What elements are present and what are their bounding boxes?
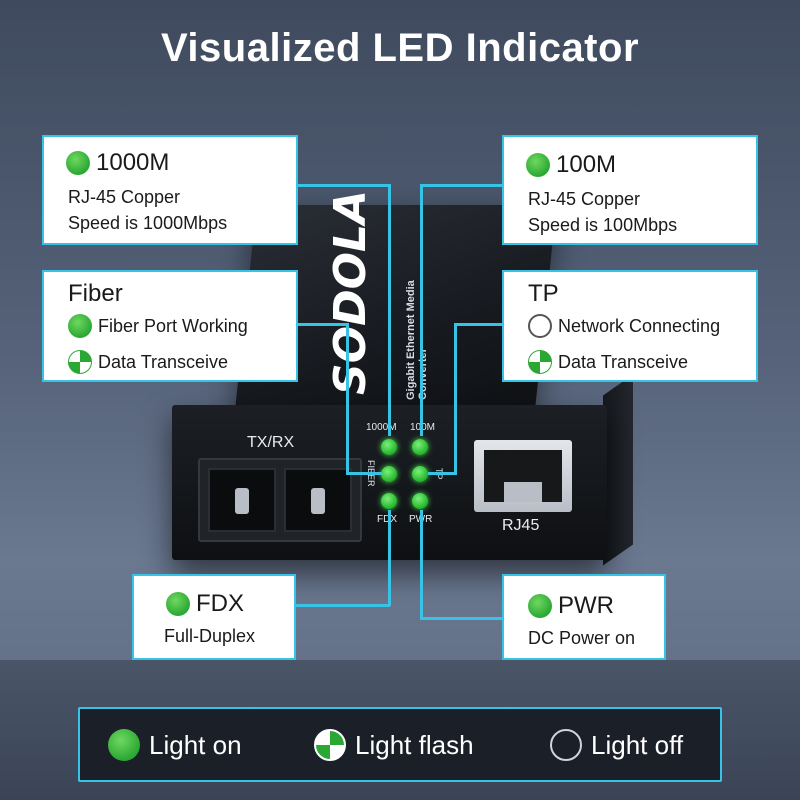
callout-pwr-header: PWR — [528, 592, 614, 620]
device-side-panel — [603, 374, 633, 566]
callout-100m-line2: Speed is 100Mbps — [528, 215, 678, 235]
callout-1000m-header: 1000M — [66, 149, 169, 177]
legend-item-light-off: Light off — [550, 729, 683, 761]
callout-fdx: FDX Full-Duplex — [132, 574, 296, 660]
light-on-icon — [108, 729, 140, 761]
callout-fiber-item-text: Fiber Port Working — [98, 315, 248, 336]
connector-100m-h — [420, 184, 504, 187]
sc-ferrule-tx — [235, 488, 249, 514]
light-off-icon — [550, 729, 582, 761]
callout-1000m-line1: RJ-45 Copper — [68, 187, 181, 207]
sc-ferrule-rx — [311, 488, 325, 514]
light-off-icon — [528, 314, 552, 338]
callout-100m: 100M RJ-45 Copper Speed is 100Mbps — [502, 135, 758, 245]
light-on-icon — [526, 153, 550, 177]
callout-tp-heading: TP — [528, 280, 559, 307]
legend-item-light-flash: Light flash — [314, 729, 474, 761]
callout-fdx-text: Full-Duplex — [164, 626, 256, 646]
light-flash-icon — [314, 729, 346, 761]
callout-100m-heading: 100M — [556, 151, 617, 178]
callout-100m-line1: RJ-45 Copper — [528, 189, 641, 209]
connector-1000m-h — [296, 184, 390, 187]
light-on-icon — [66, 151, 90, 175]
rj45-port — [474, 440, 572, 512]
callout-1000m: 1000M RJ-45 Copper Speed is 1000Mbps — [42, 135, 298, 245]
led-label-fdx: FDX — [377, 514, 397, 525]
rj45-clip — [504, 482, 542, 502]
callout-pwr-text: DC Power on — [528, 628, 636, 648]
light-flash-icon — [528, 350, 552, 374]
connector-pwr-h — [420, 617, 504, 620]
callout-tp-item: Data Transceive — [528, 350, 688, 374]
light-flash-icon — [68, 350, 92, 374]
led-fdx — [381, 493, 397, 509]
led-fiber — [381, 466, 397, 482]
connector-fdx-v — [388, 510, 391, 606]
light-on-icon — [166, 592, 190, 616]
legend-label: Light flash — [355, 729, 474, 760]
callout-pwr-heading: PWR — [558, 592, 614, 619]
led-label-1000m: 1000M — [366, 422, 397, 433]
led-100m — [412, 439, 428, 455]
led-1000m — [381, 439, 397, 455]
callout-pwr: PWR DC Power on — [502, 574, 666, 660]
legend: Light on Light flash Light off — [78, 707, 722, 782]
connector-tp-v — [454, 323, 457, 475]
legend-label: Light off — [591, 729, 684, 760]
led-tp — [412, 466, 428, 482]
callout-fdx-header: FDX — [166, 590, 244, 618]
connector-tp-h — [455, 323, 505, 326]
callout-1000m-heading: 1000M — [96, 149, 170, 176]
callout-1000m-line2: Speed is 1000Mbps — [68, 213, 228, 233]
txrx-label: TX/RX — [247, 434, 295, 451]
callout-fiber-item: Data Transceive — [68, 350, 228, 374]
legend-item-light-on: Light on — [108, 729, 242, 761]
connector-1000m-v — [388, 184, 391, 436]
legend-label: Light on — [149, 729, 242, 760]
callout-fiber: Fiber Fiber Port Working Data Transceive — [42, 270, 298, 382]
page-title: Visualized LED Indicator — [160, 26, 640, 70]
sc-fiber-port — [198, 458, 362, 542]
callout-fiber-heading: Fiber — [68, 280, 123, 307]
callout-100m-header: 100M — [526, 151, 616, 179]
callout-fdx-heading: FDX — [196, 590, 244, 617]
connector-fiber-v — [346, 323, 349, 473]
brand-logo: SODOLA — [325, 189, 376, 395]
device-subtitle: Gigabit Ethernet Media Converter — [405, 280, 429, 400]
connector-tp-h2 — [428, 472, 456, 475]
connector-fdx-h — [294, 604, 390, 607]
light-on-icon — [68, 314, 92, 338]
callout-tp-item-text: Data Transceive — [558, 351, 689, 372]
callout-fiber-item: Fiber Port Working — [68, 314, 248, 338]
connector-pwr-v — [420, 510, 423, 619]
led-pwr — [412, 493, 428, 509]
rj45-label: RJ45 — [502, 517, 540, 534]
connector-fiber-h — [296, 323, 348, 326]
callout-tp-item-text: Network Connecting — [558, 315, 721, 336]
light-on-icon — [528, 594, 552, 618]
callout-fiber-item-text: Data Transceive — [98, 351, 229, 372]
connector-fiber-h2 — [346, 472, 382, 475]
sc-slot-tx — [208, 468, 276, 532]
callout-tp: TP Network Connecting Data Transceive — [502, 270, 758, 382]
connector-100m-v — [420, 184, 423, 436]
sc-slot-rx — [284, 468, 352, 532]
callout-tp-item: Network Connecting — [528, 314, 720, 338]
